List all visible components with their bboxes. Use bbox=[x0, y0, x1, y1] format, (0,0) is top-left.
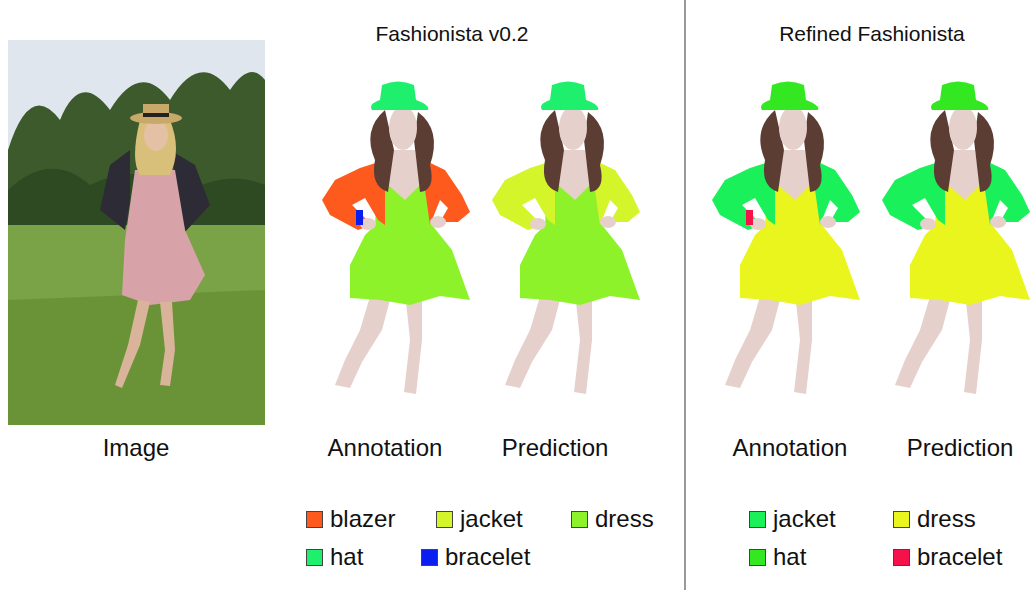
column-label: Annotation bbox=[733, 435, 848, 461]
column-label: Annotation bbox=[328, 435, 443, 461]
legend-text: dress bbox=[595, 506, 654, 532]
legend-text: hat bbox=[330, 544, 363, 570]
legend-text: dress bbox=[917, 506, 976, 532]
panel-heading: Refined Fashionista bbox=[779, 22, 965, 45]
legend-swatch bbox=[421, 549, 438, 566]
legend-text: blazer bbox=[330, 506, 395, 532]
legend-text: jacket bbox=[460, 506, 523, 532]
legend-text: hat bbox=[773, 544, 806, 570]
legend-swatch bbox=[749, 549, 766, 566]
annotation-figure bbox=[712, 82, 860, 395]
legend-swatch bbox=[893, 549, 910, 566]
legend-swatch bbox=[436, 511, 453, 528]
legend-text: bracelet bbox=[917, 544, 1002, 570]
legend-swatch bbox=[571, 511, 588, 528]
legend-swatch bbox=[306, 549, 323, 566]
column-label: Image bbox=[103, 435, 170, 461]
legend-text: jacket bbox=[773, 506, 836, 532]
legend-swatch bbox=[749, 511, 766, 528]
prediction-figure bbox=[882, 82, 1030, 395]
legend-swatch bbox=[893, 511, 910, 528]
legend-text: bracelet bbox=[445, 544, 530, 570]
column-label: Prediction bbox=[907, 435, 1014, 461]
divider bbox=[684, 0, 685, 590]
legend-swatch bbox=[306, 511, 323, 528]
panel-heading: Fashionista v0.2 bbox=[376, 22, 529, 45]
photo bbox=[8, 40, 265, 425]
prediction-figure bbox=[492, 82, 640, 395]
annotation-figure bbox=[322, 82, 470, 395]
column-label: Prediction bbox=[502, 435, 609, 461]
